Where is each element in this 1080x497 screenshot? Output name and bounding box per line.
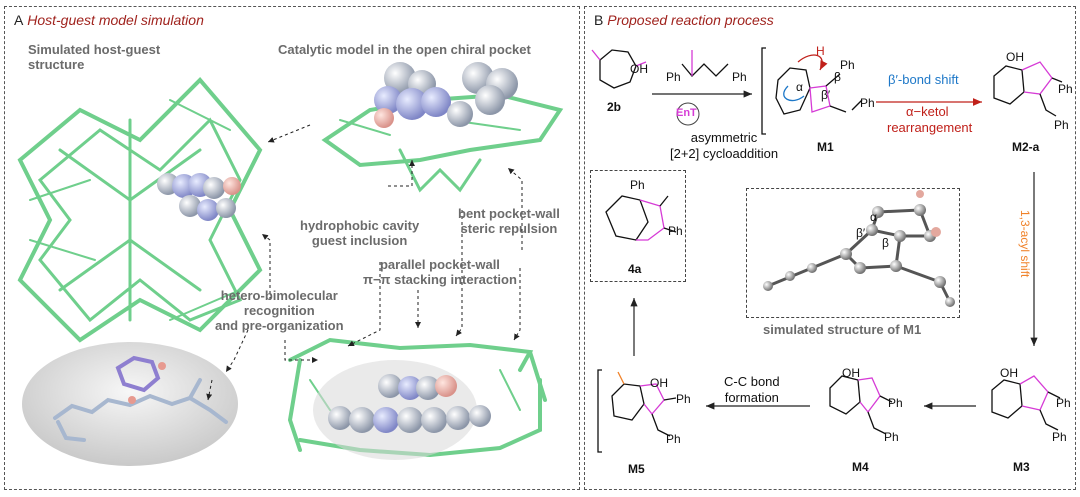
box-4a <box>590 170 686 282</box>
panel-b <box>584 6 1076 490</box>
label-sim-beta: β <box>882 236 889 250</box>
label-alpha-ketol: α−ketol <box>906 104 949 119</box>
label-rearrangement: rearrangement <box>887 120 973 135</box>
pocket-guest-spheres <box>374 62 518 128</box>
label-m1-ph-2: Ph <box>860 96 875 110</box>
structure-chalcone <box>681 50 729 77</box>
panel-a <box>4 6 580 490</box>
structure-m2a <box>993 61 1063 117</box>
catalytic-model-label: Catalytic model in the open chiral pocke… <box>278 42 531 57</box>
label-m4: M4 <box>852 460 869 474</box>
panel-a-graphics <box>17 62 564 466</box>
label-m1: M1 <box>817 140 834 154</box>
bimolecular-sticks <box>53 355 228 442</box>
label-asymmetric: asymmetric[2+2] cycloaddition <box>670 130 779 161</box>
label-m5-oh: OH <box>650 376 668 390</box>
label-m4-oh: OH <box>842 366 860 380</box>
label-m1-h: H <box>816 44 825 58</box>
label-m4-ph-2: Ph <box>884 430 899 444</box>
label-m2a-ph-2: Ph <box>1054 118 1069 132</box>
label-2b: 2b <box>607 100 622 114</box>
guest-spheres <box>157 173 241 221</box>
label-m5-ph-2: Ph <box>666 432 681 446</box>
label-sim-beta-prime: β′ <box>856 226 866 240</box>
host-framework <box>17 77 263 343</box>
label-m1-beta: β <box>834 70 841 84</box>
label-m3: M3 <box>1013 460 1030 474</box>
panel-b-title: B Proposed reaction process <box>594 12 774 28</box>
box-simulated-m1 <box>746 188 960 318</box>
structure-m1 <box>761 47 863 135</box>
host-guest-label: Simulated host-guest structure <box>28 42 161 72</box>
label-acyl-shift: 1,3-acyl shift <box>1018 210 1032 278</box>
label-m1-ph: Ph <box>840 58 855 72</box>
label-m4-ph: Ph <box>888 396 903 410</box>
label-m3-oh: OH <box>1000 366 1018 380</box>
stacked-guest-spheres <box>328 374 491 433</box>
label-4a-ph: Ph <box>630 178 645 192</box>
label-ph-reagent-2: Ph <box>732 70 747 84</box>
label-beta-shift: β′-bond shift <box>888 72 959 87</box>
structure-m3 <box>991 375 1061 431</box>
label-m5-ph: Ph <box>676 392 691 406</box>
simulated-m1-atoms <box>763 190 955 307</box>
label-ent: EnT <box>676 107 697 119</box>
structure-2b <box>591 49 647 89</box>
structure-4a <box>605 195 677 241</box>
label-oh-2b: OH <box>630 62 648 76</box>
label-m2a-oh: OH <box>1006 50 1024 64</box>
label-m2a-ph: Ph <box>1058 82 1073 96</box>
label-m1-alpha: α <box>796 80 803 94</box>
label-m2a: M2-a <box>1012 140 1040 154</box>
label-m1-beta-prime: β′ <box>821 88 831 102</box>
label-sim-alpha: α <box>870 210 877 224</box>
callout-arrows <box>206 124 523 401</box>
structure-m5 <box>597 369 677 453</box>
structure-m4 <box>829 375 893 435</box>
ent-cycle <box>676 102 700 126</box>
label-ph-reagent: Ph <box>666 70 681 84</box>
label-m3-ph: Ph <box>1056 396 1071 410</box>
label-4a-ph-2: Ph <box>668 224 683 238</box>
label-4a: 4a <box>628 262 642 276</box>
panel-a-title: A Host-guest model simulation <box>14 12 204 28</box>
label-m5: M5 <box>628 462 645 476</box>
label-m3-ph-2: Ph <box>1052 430 1067 444</box>
label-simulated-m1: simulated structure of M1 <box>763 322 922 337</box>
